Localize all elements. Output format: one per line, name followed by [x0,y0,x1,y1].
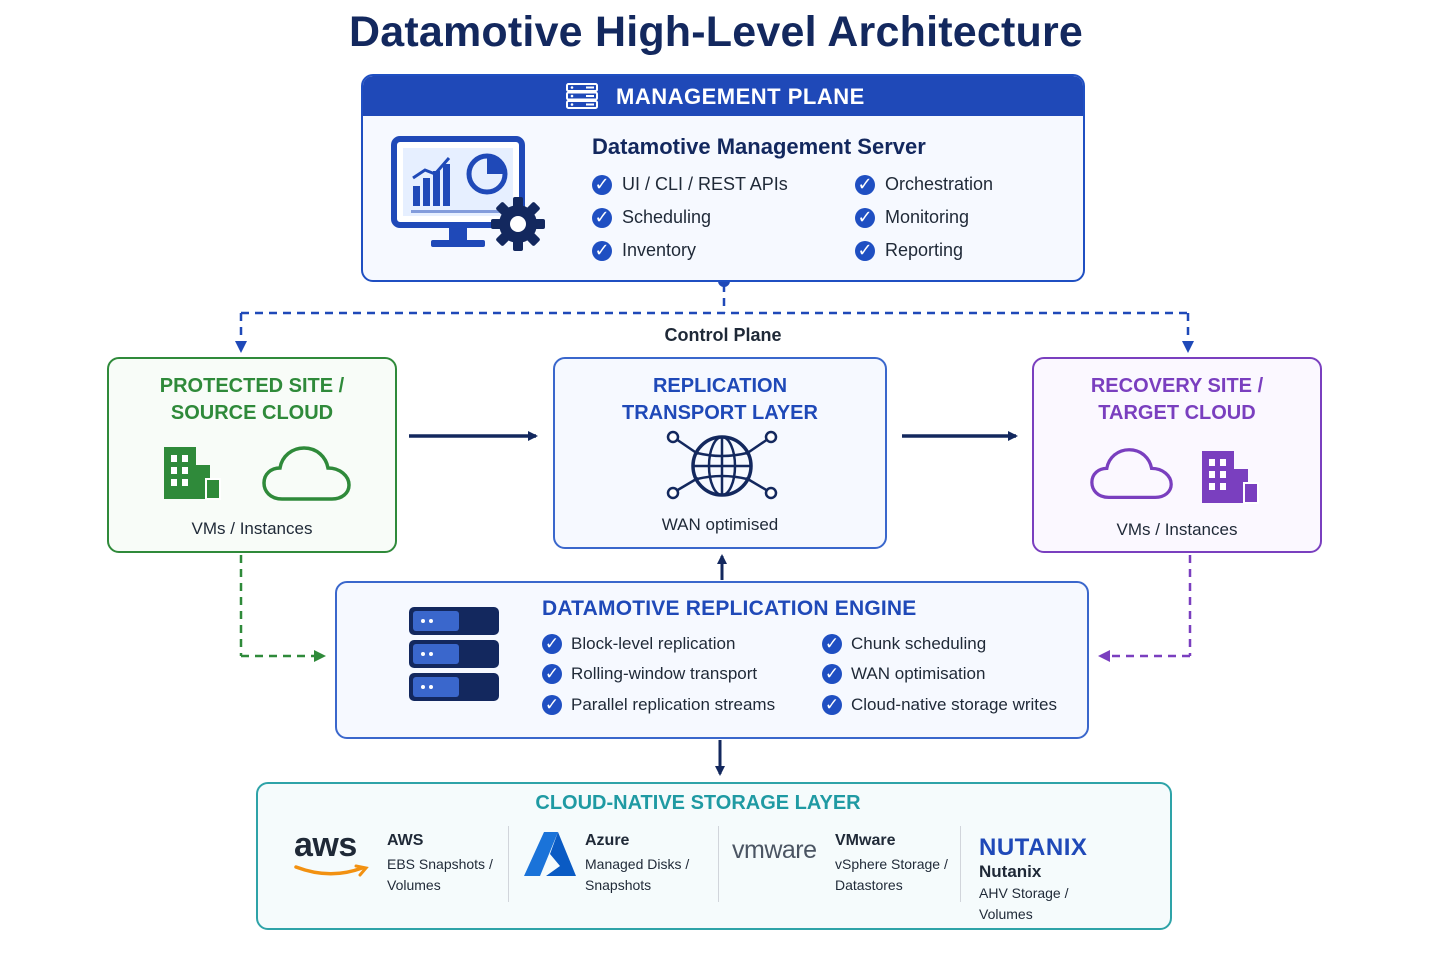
management-plane-box: MANAGEMENT PLANE Datamotive [361,74,1085,282]
check-icon: ✓ [592,174,612,195]
provider-vmware: VMware vSphere Storage / Datastores [835,832,948,893]
recovery-site-title: RECOVERY SITE / TARGET CLOUD [1090,375,1264,424]
feature-item: ✓Inventory [592,240,696,261]
transport-layer-title: REPLICATION TRANSPORT LAYER [622,375,818,424]
server-rack-icon [566,83,598,109]
cloud-icon [262,446,351,501]
feature-item: ✓UI / CLI / REST APIs [592,174,788,195]
recovery-site-box: RECOVERY SITE / TARGET CLOUD VMs / Insta… [1032,357,1322,553]
check-icon: ✓ [542,634,562,654]
provider-divider [960,826,961,902]
transport-layer-box: REPLICATION TRANSPORT LAYER WAN optimise… [553,357,887,549]
feature-item: ✓Rolling-window transport [542,664,757,684]
provider-divider [508,826,509,902]
vmware-logo: vmware [732,836,817,864]
protected-site-title: PROTECTED SITE / SOURCE CLOUD [159,375,345,424]
feature-item: ✓Monitoring [855,207,969,228]
arrow-recovery-to-engine [1098,555,1192,662]
dashboard-monitor-icon [391,136,525,247]
check-icon: ✓ [822,634,842,654]
check-icon: ✓ [542,664,562,684]
control-plane-label: Control Plane [664,325,782,345]
transport-layer-subtitle: WAN optimised [661,515,779,534]
protected-site-subtitle: VMs / Instances [191,519,313,538]
feature-item: ✓Orchestration [855,174,993,195]
aws-smile-icon [294,864,369,877]
server-stack-icon [409,607,499,701]
check-icon: ✓ [855,240,875,261]
storage-layer-title: CLOUD-NATIVE STORAGE LAYER [535,792,861,814]
building-icon [164,447,221,500]
nutanix-logo: NUTANIX [979,834,1088,861]
azure-logo-icon [524,832,576,876]
check-icon: ✓ [592,207,612,228]
feature-item: ✓Reporting [855,240,963,261]
arrow-protected-to-engine [239,555,326,662]
gear-icon [491,197,545,251]
page-title: Datamotive High-Level Architecture [349,8,1083,56]
provider-divider [718,826,719,902]
recovery-site-subtitle: VMs / Instances [1116,520,1238,539]
provider-aws: AWS EBS Snapshots / Volumes [387,832,493,893]
check-icon: ✓ [592,240,612,261]
management-plane-label: MANAGEMENT PLANE [616,84,865,109]
management-plane-header: MANAGEMENT PLANE [363,76,1083,116]
provider-nutanix: Nutanix AHV Storage / Volumes [979,862,1069,922]
replication-engine-box: DATAMOTIVE REPLICATION ENGINE ✓Block-lev… [335,581,1089,739]
feature-item: ✓Cloud-native storage writes [822,695,1057,715]
feature-item: ✓Block-level replication [542,634,735,654]
check-icon: ✓ [542,695,562,715]
check-icon: ✓ [855,174,875,195]
storage-layer-box: CLOUD-NATIVE STORAGE LAYER aws AWS EBS S… [256,782,1172,930]
check-icon: ✓ [822,695,842,715]
management-server-title: Datamotive Management Server [592,134,926,159]
provider-azure: Azure Managed Disks / Snapshots [585,832,690,893]
feature-item: ✓Chunk scheduling [822,634,986,654]
feature-item: ✓Scheduling [592,207,711,228]
control-plane-lines [235,284,1194,353]
check-icon: ✓ [855,207,875,228]
cloud-icon [1090,448,1173,499]
aws-logo: aws [294,828,370,878]
check-icon: ✓ [822,664,842,684]
feature-item: ✓WAN optimisation [822,664,985,684]
globe-network-icon [666,430,778,500]
replication-engine-title: DATAMOTIVE REPLICATION ENGINE [542,597,917,620]
building-icon [1202,451,1259,504]
feature-item: ✓Parallel replication streams [542,695,775,715]
protected-site-box: PROTECTED SITE / SOURCE CLOUD VMs / Inst… [107,357,397,553]
